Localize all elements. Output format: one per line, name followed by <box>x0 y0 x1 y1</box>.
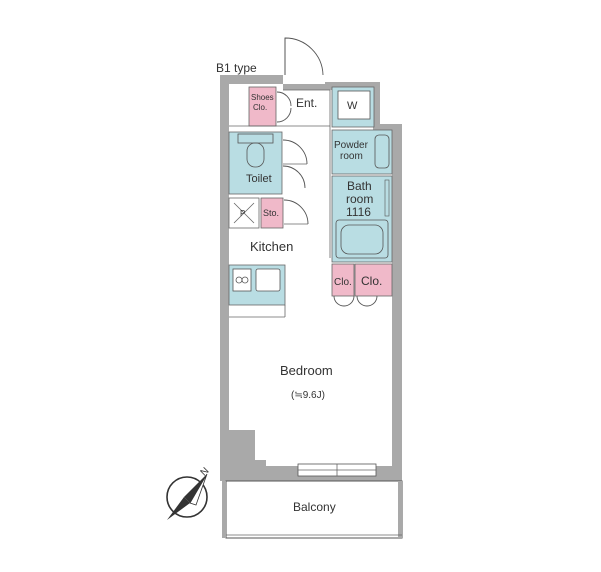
closet-large-label: Clo. <box>361 274 382 288</box>
kitchen-label: Kitchen <box>250 239 293 254</box>
bedroom-window <box>297 463 377 477</box>
shoes-closet-label-1: Shoes <box>251 93 274 102</box>
storage-label: Sto. <box>263 208 279 218</box>
powder-room-label-2: room <box>340 151 363 162</box>
pipe-and-storage <box>228 197 309 229</box>
shoes-closet-label-2: Clo. <box>253 103 267 112</box>
kitchen-counter <box>228 264 286 318</box>
closets <box>331 263 393 307</box>
compass-icon <box>166 473 208 520</box>
toilet-label: Toilet <box>246 173 272 185</box>
compass-north-label: N <box>199 466 212 479</box>
bedroom-label: Bedroom <box>280 363 333 378</box>
pipe-space-label: P <box>240 209 245 218</box>
entrance-label: Ent. <box>296 96 317 110</box>
bedroom-area-label: (≒9.6J) <box>291 390 325 401</box>
powder-room-label-1: Powder <box>334 140 369 151</box>
toilet-room <box>228 131 308 195</box>
bathroom-label-2: room <box>346 192 373 206</box>
entrance-area <box>229 37 330 127</box>
bathroom-size-label: 1116 <box>346 205 371 219</box>
type-label: B1 type <box>216 61 257 75</box>
balcony <box>222 480 403 539</box>
bathroom <box>331 175 393 263</box>
powder-room <box>329 86 393 258</box>
bathroom-label-1: Bath <box>347 179 372 193</box>
washer-label: W <box>347 100 358 112</box>
closet-small-label: Clo. <box>334 277 352 288</box>
balcony-label: Balcony <box>293 500 336 514</box>
